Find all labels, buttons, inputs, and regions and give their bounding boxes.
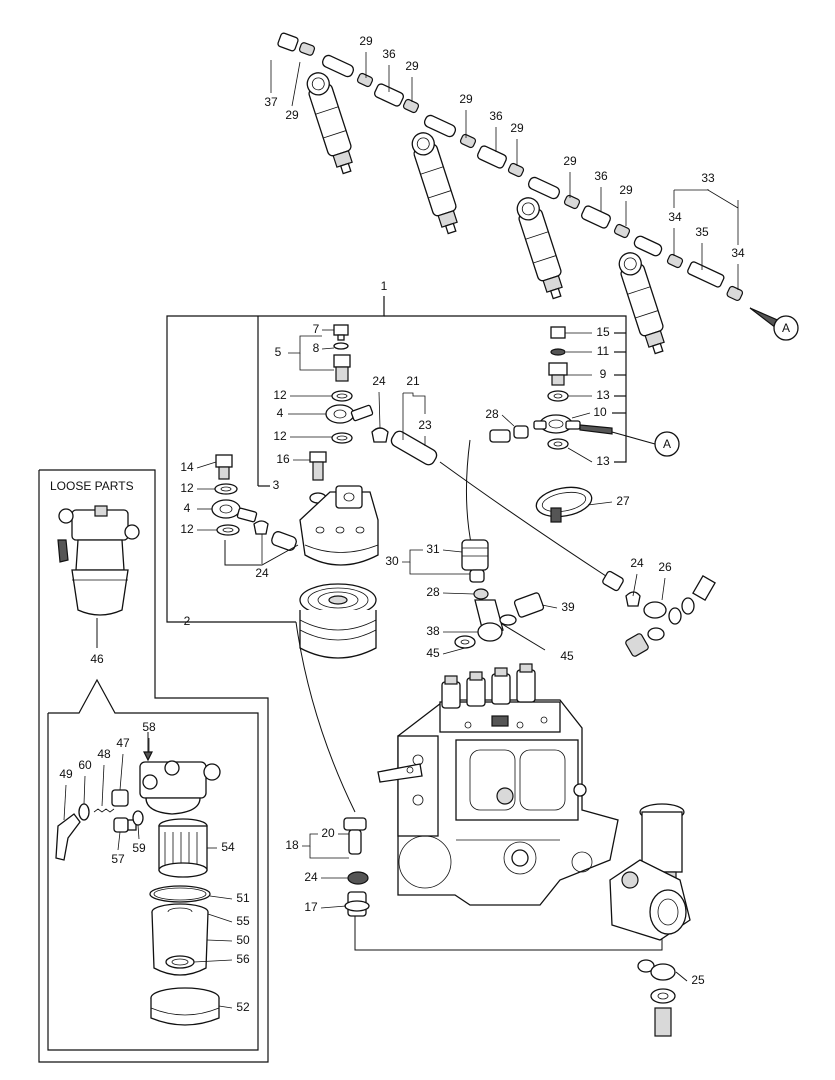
loose-parts-title: LOOSE PARTS <box>50 479 134 493</box>
injection-pump <box>377 663 619 906</box>
callout-c37: 37 <box>264 95 278 109</box>
callout-c11: 11 <box>597 344 610 358</box>
callout-c24c: 24 <box>630 556 644 570</box>
callout-c47: 47 <box>116 736 130 750</box>
callout-c4b: 4 <box>184 501 191 515</box>
callout-c12a: 12 <box>273 388 287 402</box>
callout-c48: 48 <box>97 747 111 761</box>
callout-c34b: 34 <box>731 246 745 260</box>
callout-c29a: 29 <box>285 108 299 122</box>
callout-c39: 39 <box>561 600 575 614</box>
feed-pipe-assembly <box>343 817 370 917</box>
callout-c17: 17 <box>304 900 318 914</box>
callout-c57: 57 <box>111 852 125 866</box>
callout-c14: 14 <box>180 460 194 474</box>
callout-c25: 25 <box>691 973 705 987</box>
callout-c45b: 45 <box>560 649 574 663</box>
callout-c36b: 36 <box>489 109 503 123</box>
callout-c8: 8 <box>313 341 320 355</box>
exploded-filter-parts <box>55 732 221 1026</box>
callout-c38: 38 <box>426 624 440 638</box>
callout-c56: 56 <box>236 952 250 966</box>
callout-c7: 7 <box>313 322 320 336</box>
callout-c50: 50 <box>236 933 250 947</box>
callout-c36a: 36 <box>382 47 396 61</box>
cable-tie <box>535 486 593 523</box>
callout-c5: 5 <box>275 345 282 359</box>
filter-detail-frame <box>47 618 259 1051</box>
leader-lines <box>63 52 739 1009</box>
callout-c12d: 12 <box>180 522 194 536</box>
callout-c18: 18 <box>285 838 299 852</box>
callout-c21: 21 <box>406 374 420 388</box>
ref-letter: A <box>663 437 671 451</box>
callout-c4a: 4 <box>277 406 284 420</box>
callout-c29d: 29 <box>459 92 473 106</box>
callout-c55: 55 <box>236 914 250 928</box>
leak-off-pipe-chain <box>277 32 784 329</box>
callout-c9: 9 <box>600 367 607 381</box>
ref-letter: A <box>782 321 790 335</box>
callout-c26: 26 <box>658 560 672 574</box>
filter-head-assembly <box>299 324 438 566</box>
spin-on-filter <box>299 583 377 659</box>
callout-c30: 30 <box>385 554 399 568</box>
callout-c20: 20 <box>321 826 335 840</box>
callout-c24d: 24 <box>304 870 318 884</box>
reference-A-upper: A <box>773 315 799 341</box>
callout-c2: 2 <box>184 614 191 628</box>
callout-c34a: 34 <box>668 210 682 224</box>
callout-c46: 46 <box>90 652 104 666</box>
loose-parts-frame <box>38 469 269 1063</box>
priming-pump <box>609 803 691 1037</box>
callout-c27: 27 <box>616 494 630 508</box>
loose-parts-filter <box>57 505 140 616</box>
callout-c59: 59 <box>132 841 146 855</box>
callout-c60: 60 <box>78 758 92 772</box>
callout-c35: 35 <box>695 225 709 239</box>
callout-c36c: 36 <box>594 169 608 183</box>
right-clip-assembly <box>602 570 716 657</box>
callout-c12b: 12 <box>273 429 287 443</box>
callout-c29c: 29 <box>405 59 419 73</box>
callout-c54: 54 <box>221 840 235 854</box>
callout-c31: 31 <box>426 542 440 556</box>
callout-c33: 33 <box>701 171 715 185</box>
callout-c13a: 13 <box>596 388 610 402</box>
injection-nozzles <box>306 72 665 355</box>
reference-A-lower: A <box>654 431 680 457</box>
callout-c52: 52 <box>236 1000 250 1014</box>
callout-c15: 15 <box>596 325 610 339</box>
callout-c28a: 28 <box>485 407 499 421</box>
return-pipe-parts <box>454 439 545 649</box>
callout-c45a: 45 <box>426 646 440 660</box>
callout-c28b: 28 <box>426 585 440 599</box>
callout-c12c: 12 <box>180 481 194 495</box>
callout-c49: 49 <box>59 767 73 781</box>
callout-c58: 58 <box>142 720 156 734</box>
callout-c29g: 29 <box>619 183 633 197</box>
right-banjo-assembly <box>489 326 656 450</box>
callout-c24a: 24 <box>372 374 386 388</box>
callout-c16: 16 <box>276 452 290 466</box>
callout-c3: 3 <box>273 478 280 492</box>
callout-c51: 51 <box>236 891 250 905</box>
callout-c1: 1 <box>381 279 388 293</box>
left-banjo-assembly <box>211 454 299 566</box>
callout-c29b: 29 <box>359 34 373 48</box>
main-assembly-bracket <box>166 296 627 623</box>
callout-c23: 23 <box>418 418 432 432</box>
callout-c29f: 29 <box>563 154 577 168</box>
callout-c10: 10 <box>593 405 607 419</box>
callout-c29e: 29 <box>510 121 524 135</box>
callout-c24b: 24 <box>255 566 269 580</box>
callout-c13b: 13 <box>596 454 610 468</box>
